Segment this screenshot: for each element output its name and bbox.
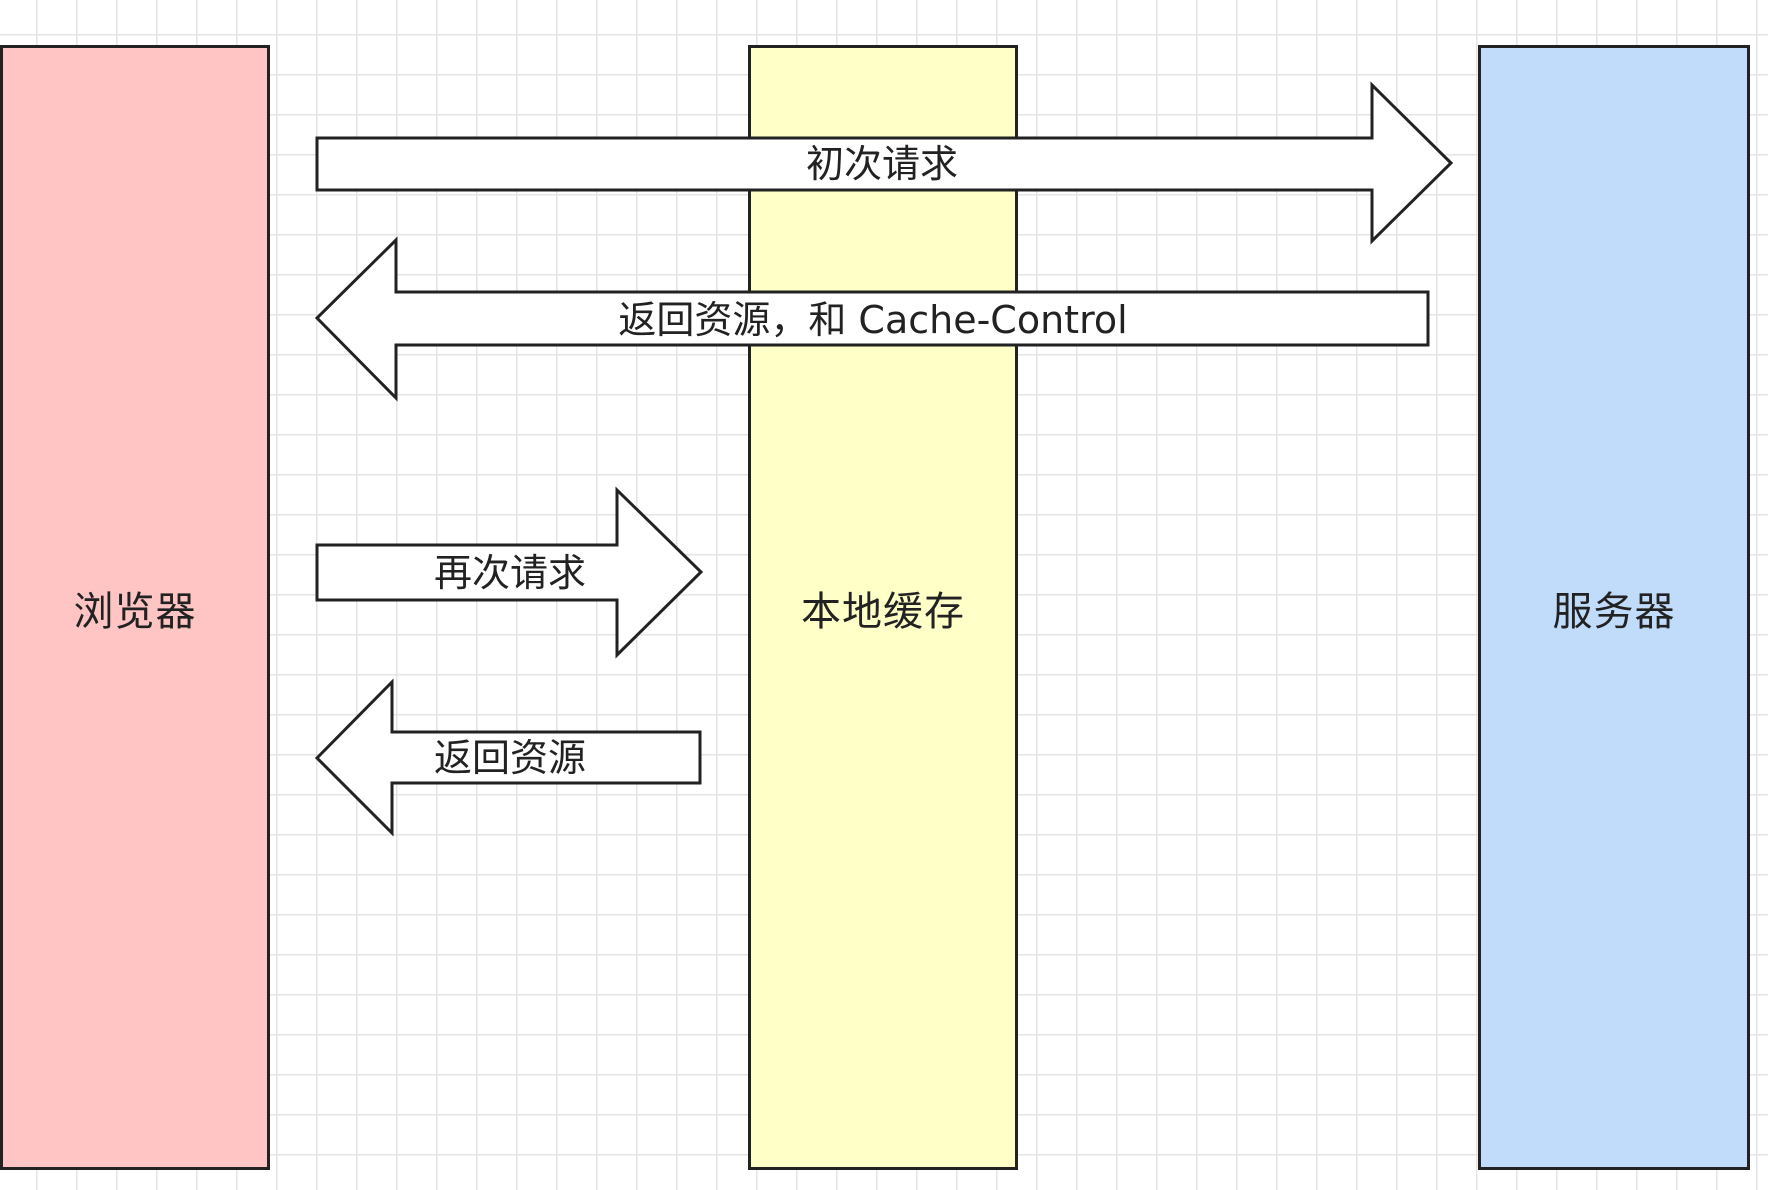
- browser-label: 浏览器: [73, 588, 197, 635]
- initial-request-arrow: [315, 81, 1454, 245]
- browser-box: 浏览器: [0, 45, 270, 1170]
- return-resource-label: 返回资源: [433, 736, 587, 780]
- initial-request-label: 初次请求: [805, 142, 959, 186]
- return-resource-arrow: [314, 678, 702, 837]
- local-cache-box: 本地缓存: [748, 45, 1018, 1170]
- server-box: 服务器: [1478, 45, 1750, 1170]
- server-label: 服务器: [1552, 588, 1676, 635]
- return-cache-control-label: 返回资源，和 Cache-Control: [618, 298, 1128, 342]
- repeat-request-label: 再次请求: [433, 551, 587, 595]
- return-cache-control-arrow: [314, 236, 1430, 402]
- local-cache-label: 本地缓存: [801, 588, 965, 635]
- repeat-request-arrow: [315, 486, 704, 659]
